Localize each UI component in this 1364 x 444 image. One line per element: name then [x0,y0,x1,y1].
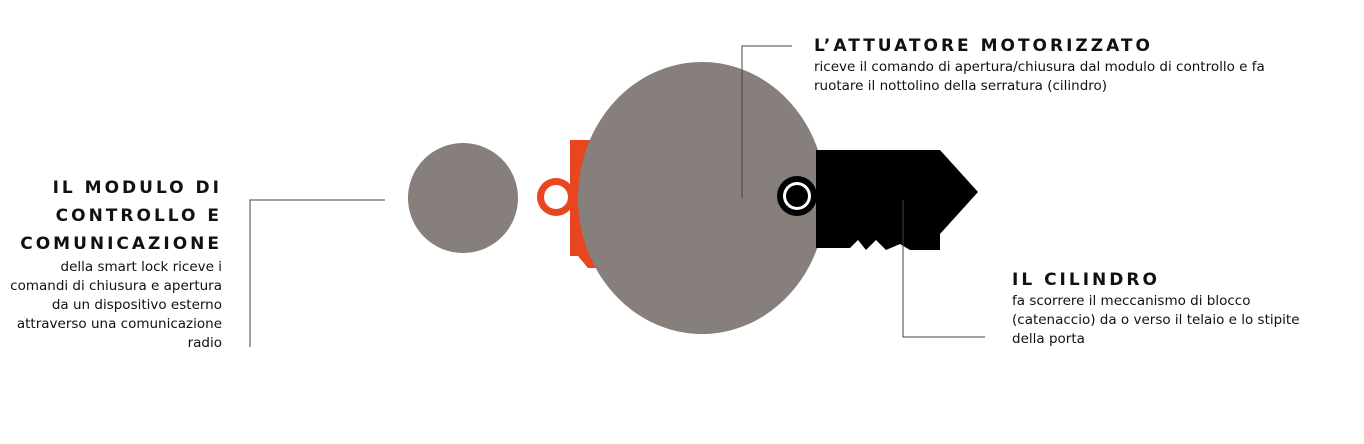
callout-cylinder: IL CILINDRO fa scorrere il meccanismo di… [1012,268,1312,349]
callout-control-module: IL MODULO DI CONTROLLO E COMUNICAZIONE d… [10,174,222,353]
leader-line-modulo [249,199,385,347]
callout-description: della smart lock riceve i comandi di chi… [10,259,222,351]
joint-head-body-hole [544,185,568,209]
leader-line-cilindro [902,200,985,338]
key-head-module [407,62,826,335]
joint-body-tip-core [786,185,808,207]
callout-motor-actuator: L’ATTUATORE MOTORIZZATO riceve il comand… [814,34,1314,96]
callout-description: fa scorrere il meccanismo di blocco (cat… [1012,293,1300,347]
callout-title: IL CILINDRO [1012,270,1160,290]
callout-title: L’ATTUATORE MOTORIZZATO [814,36,1153,56]
callout-title: IL MODULO DI CONTROLLO E COMUNICAZIONE [20,178,222,254]
leader-line-attuatore [741,45,792,198]
callout-description: riceve il comando di apertura/chiusura d… [814,59,1265,94]
key-tip-cylinder [816,150,978,250]
